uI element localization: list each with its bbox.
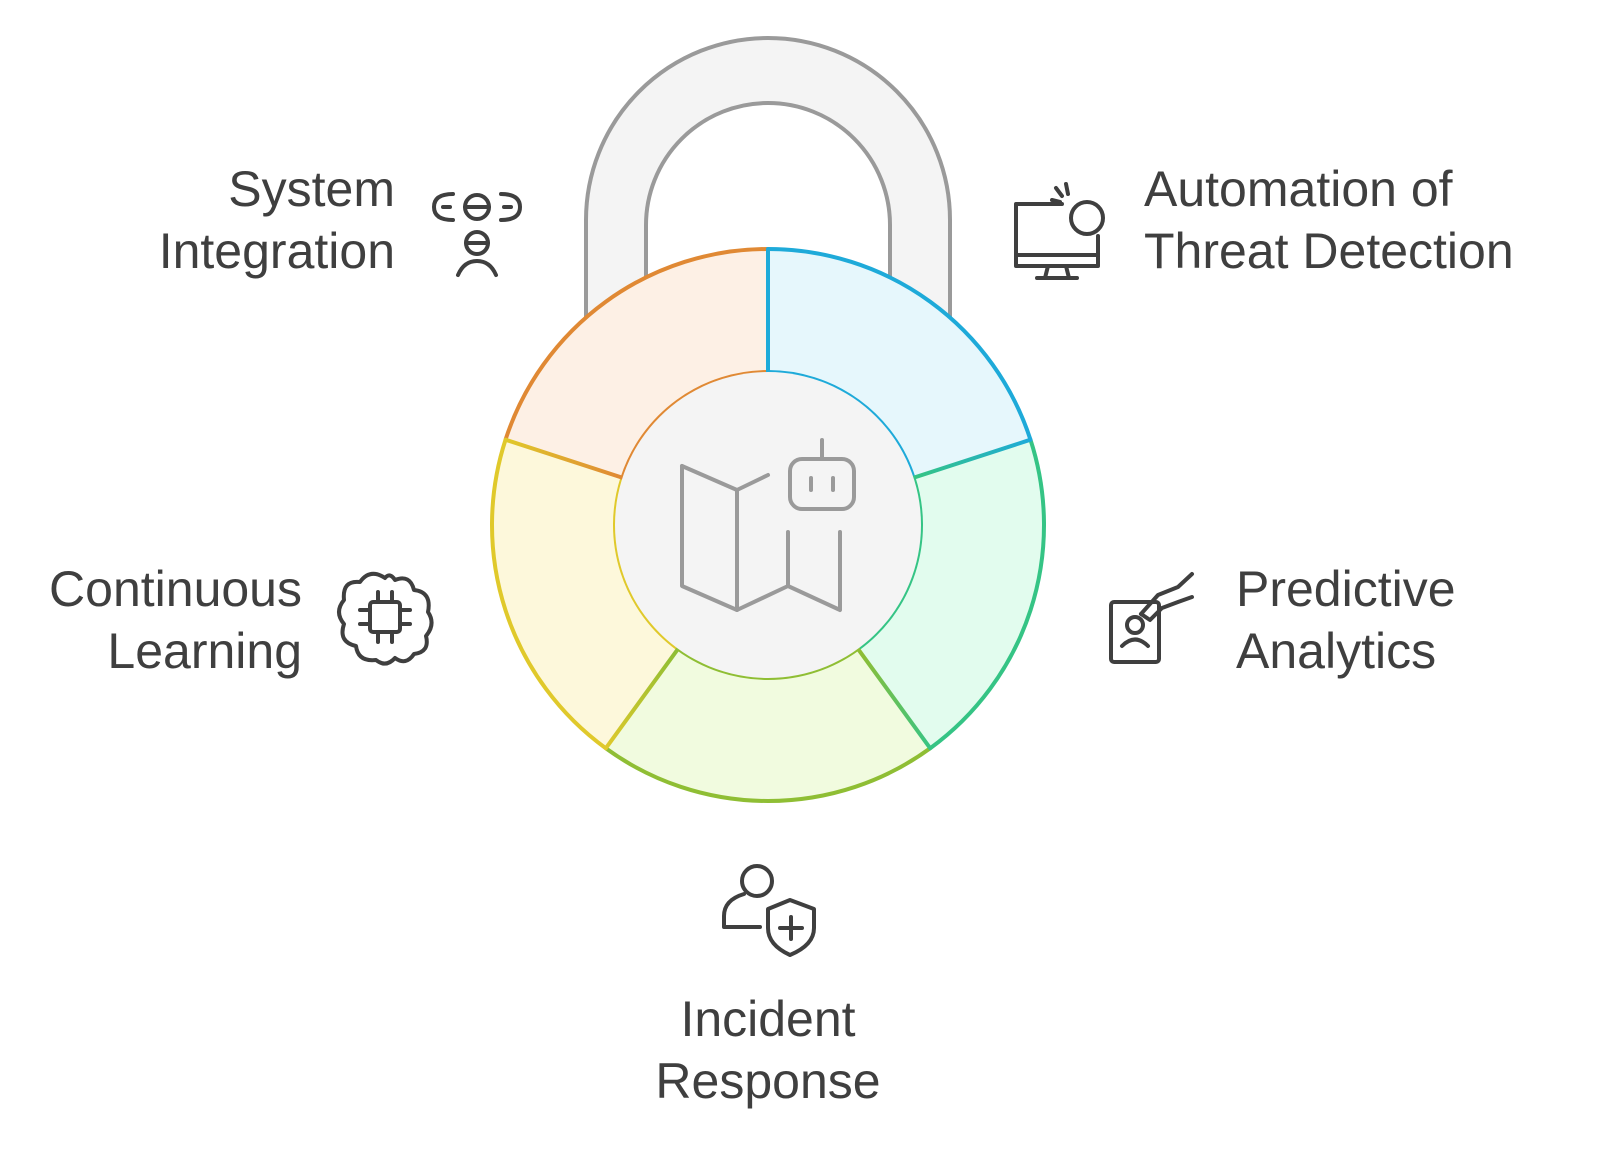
label-line: Predictive (1236, 561, 1456, 617)
ring-divider (911, 437, 1033, 480)
ring-divider (503, 437, 625, 480)
label-line: Learning (107, 623, 302, 679)
brain-chip-icon (337, 571, 434, 666)
label-line: Continuous (49, 561, 302, 617)
label-line: System (228, 161, 395, 217)
lock-shackle (584, 36, 952, 327)
label-line: Response (655, 1053, 881, 1109)
ring-segment-integration (505, 249, 768, 478)
monitor-click-icon (1014, 182, 1105, 280)
label-incident-response: Incident Response (618, 988, 918, 1112)
user-shield-icon (722, 864, 816, 957)
connected-people-icon (432, 192, 522, 277)
ring-segment-predictive (857, 439, 1044, 749)
lock-center (615, 372, 921, 678)
lock-ring (490, 247, 1046, 803)
ring-segment-learning (491, 439, 679, 749)
label-line: Automation of (1144, 161, 1453, 217)
ring-outer-edge-automation (767, 247, 1033, 441)
ring-outer-edge-learning (490, 439, 607, 750)
label-line: Integration (158, 223, 395, 279)
map-robot-icon (680, 438, 856, 612)
label-predictive-analytics: Predictive Analytics (1236, 558, 1456, 682)
label-line: Incident (680, 991, 856, 1047)
badge-hand-icon (1109, 572, 1194, 664)
ring-outer-edge-predictive (929, 439, 1046, 750)
ring-divider (603, 646, 681, 751)
ring-outer-edge-integration (503, 247, 769, 441)
ring-segment-incident (605, 648, 931, 802)
ring-outer-edge-incident (604, 746, 932, 803)
label-line: Threat Detection (1144, 223, 1514, 279)
label-automation-threat-detection: Automation of Threat Detection (1144, 158, 1514, 282)
ring-segment-automation (768, 249, 1031, 478)
label-system-integration: System Integration (159, 158, 395, 282)
ring-divider (855, 646, 933, 751)
label-line: Analytics (1236, 623, 1437, 679)
label-continuous-learning: Continuous Learning (49, 558, 302, 682)
